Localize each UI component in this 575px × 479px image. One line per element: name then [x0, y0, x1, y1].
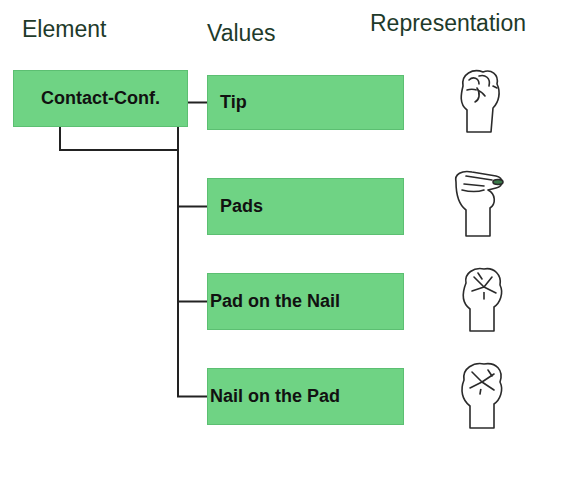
column-header: Element	[22, 16, 106, 43]
hand-nail-on-pad	[462, 364, 502, 428]
tree-connector	[60, 127, 207, 302]
column-header: Representation	[370, 10, 526, 37]
element-name: Contact-Conf.	[41, 88, 160, 109]
value-name: Tip	[220, 92, 247, 113]
value-name: Pad on the Nail	[210, 291, 340, 312]
value-box: Pads	[207, 178, 404, 235]
value-box: Pad on the Nail	[207, 273, 404, 330]
value-box: Nail on the Pad	[207, 368, 404, 425]
hand-pads	[456, 171, 503, 236]
column-header: Values	[207, 20, 276, 47]
hand-tip	[461, 71, 499, 132]
tree-connector	[60, 127, 207, 397]
element-box: Contact-Conf.	[13, 70, 188, 127]
hand-pad-on-nail	[463, 269, 501, 331]
value-name: Nail on the Pad	[210, 386, 340, 407]
value-name: Pads	[220, 196, 263, 217]
tree-connector	[60, 127, 207, 207]
value-box: Tip	[207, 75, 404, 130]
